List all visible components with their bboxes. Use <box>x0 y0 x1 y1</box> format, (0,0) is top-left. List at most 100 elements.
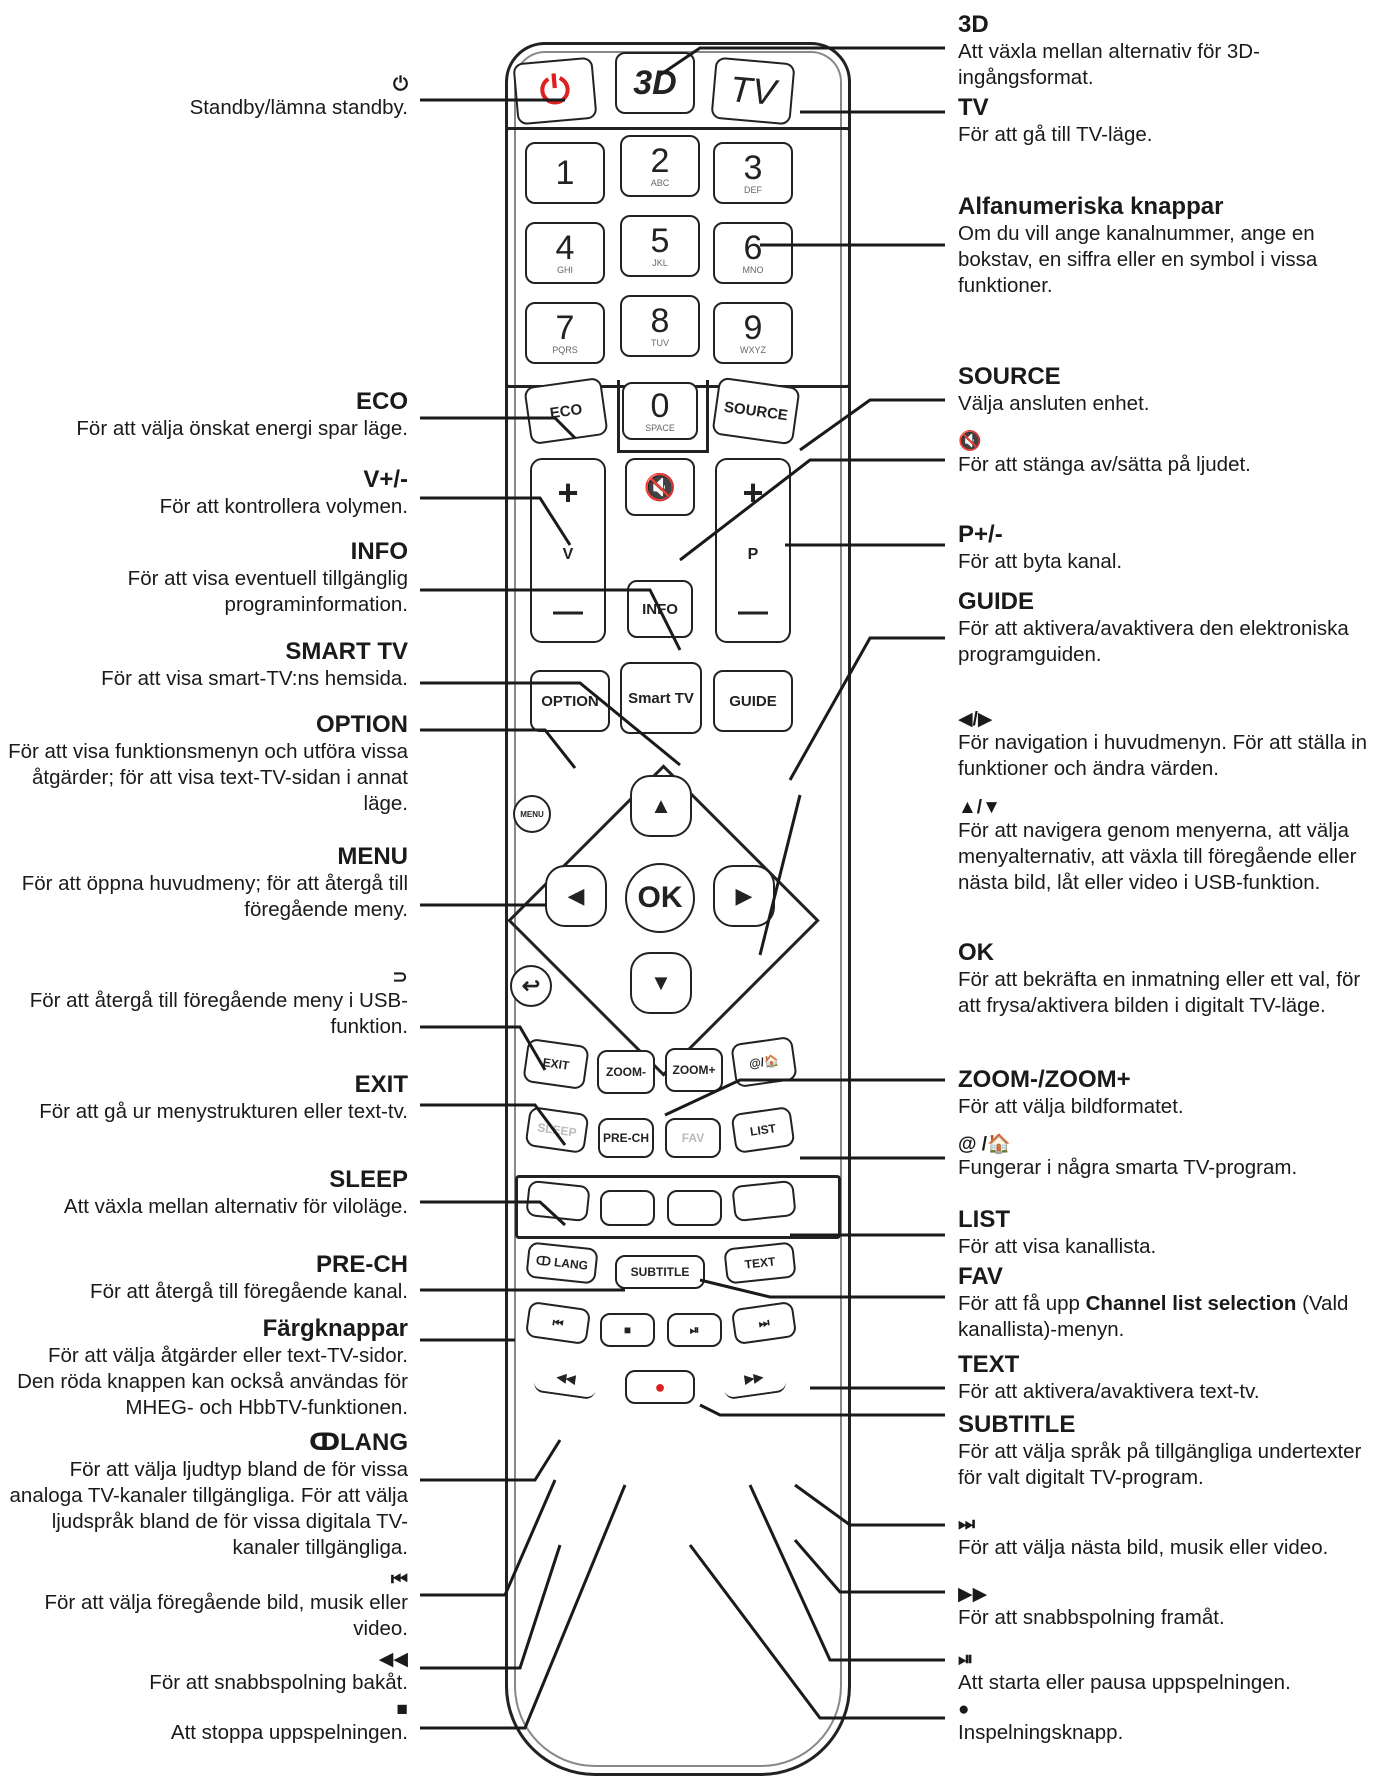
fav-button[interactable]: FAV <box>665 1118 721 1158</box>
exit-button[interactable]: EXIT <box>522 1037 590 1091</box>
label-exit: EXIT För att gå ur menystrukturen eller … <box>39 1071 408 1123</box>
option-button[interactable]: OPTION <box>530 670 610 732</box>
power-button[interactable]: ⏻ <box>512 56 598 126</box>
smart-tv-button[interactable]: Smart TV <box>620 662 702 734</box>
prev-icon: ⏮ <box>390 1569 408 1590</box>
eco-button[interactable]: ECO <box>523 376 609 446</box>
label-prech: PRE-CH För att återgå till föregående ka… <box>90 1251 408 1303</box>
label-3d: 3D Att växla mellan alternativ för 3D-in… <box>958 11 1260 89</box>
mute-icon: 🔇 <box>958 431 982 452</box>
nav-down-button[interactable]: ▼ <box>630 952 692 1014</box>
label-updown: ▲/▼ För att navigera genom menyerna, att… <box>958 798 1378 896</box>
label-leftright: ◀/▶ För navigation i huvudmenyn. För att… <box>958 710 1378 782</box>
at-home-button[interactable]: @/🏠 <box>730 1035 798 1089</box>
label-rew: ◀◀ För att snabbspolning bakåt. <box>8 1650 408 1696</box>
label-text: TEXT För att aktivera/avaktivera text-tv… <box>958 1351 1260 1403</box>
label-prev: ⏮ För att välja föregående bild, musik e… <box>8 1569 409 1642</box>
up-down-arrows-icon: ▲/▼ <box>958 797 1001 818</box>
zoom-plus-button[interactable]: ZOOM+ <box>665 1048 723 1092</box>
label-ff: ▶▶ För att snabbspolning framåt. <box>958 1585 1378 1631</box>
menu-button[interactable]: MENU <box>513 795 551 833</box>
label-lang: ↀLANG För att välja ljudtyp bland de för… <box>9 1429 408 1559</box>
label-sleep: SLEEP Att växla mellan alternativ för vi… <box>63 1166 408 1218</box>
label-menu: MENU För att öppna huvudmeny; för att åt… <box>21 843 408 921</box>
sleep-button[interactable]: SLEEP <box>524 1106 590 1154</box>
power-icon: ⏻ <box>392 74 408 95</box>
label-list: LIST För att visa kanallista. <box>958 1206 1157 1258</box>
record-button[interactable]: ● <box>625 1370 695 1404</box>
color-key-yellow[interactable] <box>667 1190 722 1226</box>
info-button[interactable]: INFO <box>627 580 693 638</box>
guide-button[interactable]: GUIDE <box>713 670 793 732</box>
label-tv: TV För att gå till TV-läge. <box>958 94 1153 146</box>
tv-button[interactable]: TV <box>710 56 796 126</box>
stop-icon: ■ <box>396 1699 408 1720</box>
lang-button[interactable]: ↀ LANG <box>525 1241 599 1285</box>
channel-rocker[interactable]: + P — <box>715 458 791 643</box>
label-guide: GUIDE För att aktivera/avaktivera den el… <box>958 588 1349 666</box>
play-pause-button[interactable]: ⏯ <box>667 1313 722 1347</box>
label-athome: @ /🏠 Fungerar i några smarta TV-program. <box>958 1135 1378 1181</box>
text-button[interactable]: TEXT <box>723 1241 797 1285</box>
back-icon: ⊃ <box>392 967 408 988</box>
label-zoom: ZOOM-/ZOOM+ För att välja bildformatet. <box>958 1066 1184 1118</box>
play-pause-icon: ⏯ <box>958 1649 974 1670</box>
label-program: P+/- För att byta kanal. <box>958 521 1123 573</box>
record-icon: ● <box>958 1699 970 1720</box>
next-icon: ⏭ <box>958 1514 976 1535</box>
label-smarttv: SMART TV För att visa smart-TV:ns hemsid… <box>101 638 408 690</box>
label-stop: ■ Att stoppa uppspelningen. <box>8 1700 408 1746</box>
mute-button[interactable]: 🔇 <box>625 458 695 516</box>
fast-forward-icon: ▶▶ <box>958 1584 988 1605</box>
nav-left-button[interactable]: ◀ <box>545 865 607 927</box>
label-volume: V+/- För att kontrollera volymen. <box>159 466 408 518</box>
label-back: ⊃ För att återgå till föregående meny i … <box>8 968 408 1040</box>
color-key-green[interactable] <box>600 1190 655 1226</box>
key-1[interactable]: 1 <box>525 142 605 204</box>
3d-button[interactable]: 3D <box>615 52 695 114</box>
stop-button[interactable]: ■ <box>600 1313 655 1347</box>
volume-rocker[interactable]: + V — <box>530 458 606 643</box>
left-right-arrows-icon: ◀/▶ <box>958 709 993 730</box>
nav-up-button[interactable]: ▲ <box>630 775 692 837</box>
label-mute: 🔇 För att stänga av/sätta på ljudet. <box>958 432 1378 478</box>
source-button[interactable]: SOURCE <box>711 376 801 446</box>
list-button[interactable]: LIST <box>730 1106 796 1154</box>
remote-body <box>505 42 851 1776</box>
label-color: Färgknappar För att välja åtgärder eller… <box>17 1315 408 1419</box>
label-ok: OK För att bekräfta en inmatning eller e… <box>958 939 1361 1017</box>
zoom-minus-button[interactable]: ZOOM- <box>597 1050 655 1094</box>
subtitle-button[interactable]: SUBTITLE <box>615 1255 705 1289</box>
color-key-blue[interactable] <box>731 1179 797 1223</box>
label-standby: ⏻ Standby/lämna standby. <box>8 75 408 121</box>
label-subtitle: SUBTITLE För att välja språk på tillgäng… <box>958 1411 1362 1489</box>
power-icon: ⏻ <box>538 68 572 113</box>
label-next: ⏭ För att välja nästa bild, musik eller … <box>958 1515 1378 1561</box>
at-home-icon: @ /🏠 <box>958 1134 1011 1155</box>
pre-ch-button[interactable]: PRE-CH <box>598 1118 654 1158</box>
label-source: SOURCE Välja ansluten enhet. <box>958 363 1150 415</box>
label-alnum: Alfanumeriska knappar Om du vill ange ka… <box>958 193 1318 297</box>
label-rec: ● Inspelningsknapp. <box>958 1700 1378 1746</box>
label-option: OPTION För att visa funktionsmenyn och u… <box>8 711 408 815</box>
mute-icon: 🔇 <box>643 471 677 502</box>
label-eco: ECO För att välja önskat energi spar läg… <box>76 388 408 440</box>
back-icon: ↩ <box>521 973 541 998</box>
back-button[interactable]: ↩ <box>510 965 552 1007</box>
ok-button[interactable]: OK <box>625 863 695 933</box>
rewind-icon: ◀◀ <box>378 1649 408 1670</box>
label-playpause: ⏯ Att starta eller pausa uppspelningen. <box>958 1650 1378 1696</box>
zero-frame <box>617 380 709 453</box>
nav-right-button[interactable]: ▶ <box>713 865 775 927</box>
color-key-red[interactable] <box>525 1179 591 1223</box>
